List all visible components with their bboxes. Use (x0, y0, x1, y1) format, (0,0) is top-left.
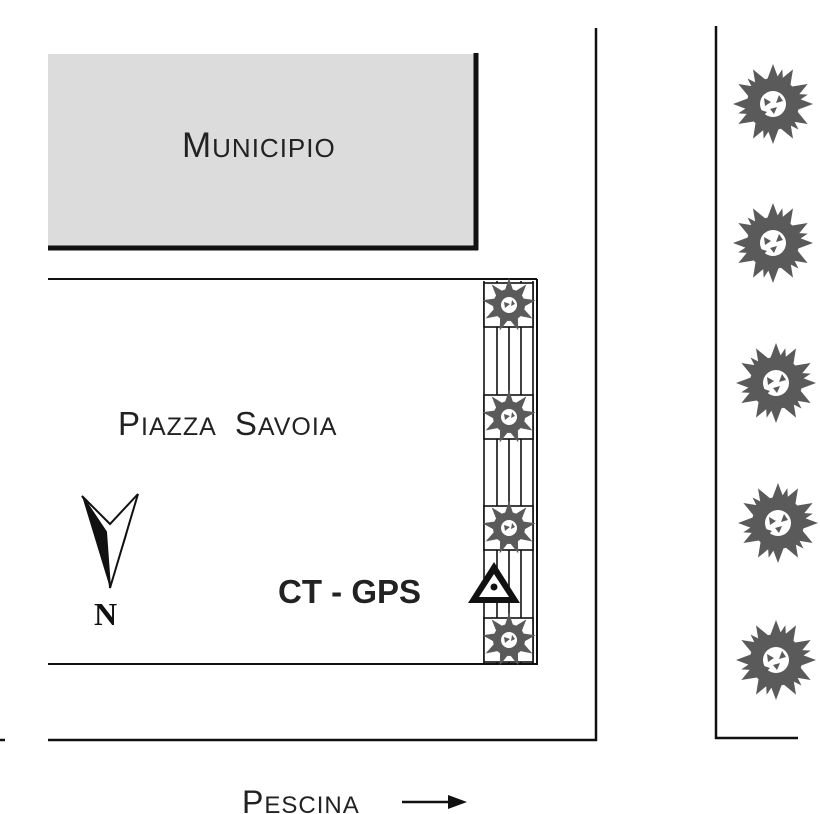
tree-icon (738, 483, 818, 563)
north-label: N (94, 596, 117, 632)
tree-icon (736, 620, 816, 700)
tree-row (483, 281, 534, 664)
tree-row-boxes (481, 278, 537, 667)
station-label: CT - GPS (278, 573, 421, 610)
municipio-building (48, 53, 479, 251)
tree-icon (736, 343, 816, 423)
pescina-label: PESCINA (242, 784, 360, 814)
tree-column (733, 64, 818, 700)
municipio-label: MUNICIPIO (182, 126, 336, 165)
north-arrow-icon (81, 493, 139, 589)
street-lines (0, 26, 798, 742)
triangle-marker-icon (468, 562, 520, 603)
tree-icon (733, 64, 813, 144)
tree-icon (733, 203, 813, 283)
arrow-right-icon (402, 795, 467, 809)
piazza-outline (48, 278, 538, 665)
